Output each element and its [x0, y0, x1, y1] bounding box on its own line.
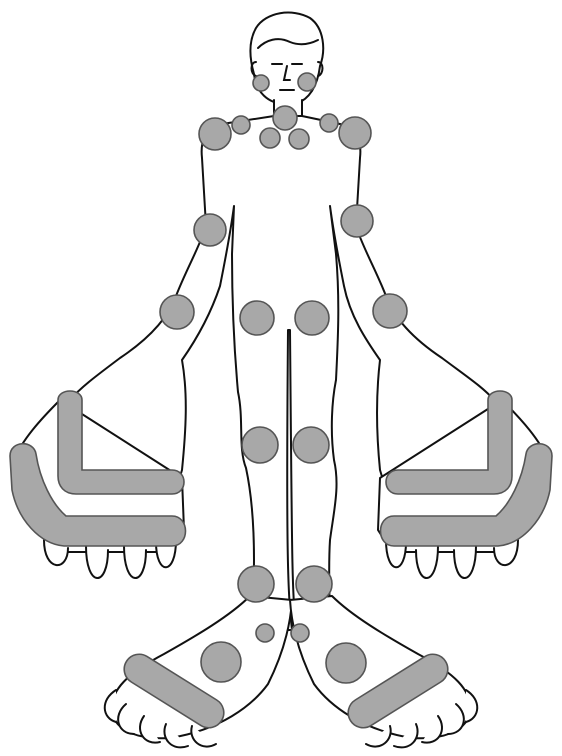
joint-sternoclavicular-left [260, 128, 280, 148]
finger-left-3 [124, 546, 146, 578]
joint-subtalar-right [291, 624, 309, 642]
joint-knee-left [242, 427, 278, 463]
joint-wrist-left [160, 295, 194, 329]
joint-elbow-right [341, 205, 373, 237]
finger-right-2 [454, 546, 476, 578]
joint-shoulder-left [199, 118, 231, 150]
joint-jaw-right [298, 73, 316, 91]
joint-ankle-left [238, 566, 274, 602]
joint-shoulder-right [339, 117, 371, 149]
head [251, 13, 324, 118]
joint-elbow-left [194, 214, 226, 246]
joint-midfoot-right [326, 643, 366, 683]
joint-acromioclavicular-left [232, 116, 250, 134]
joint-hip-right [295, 301, 329, 335]
toe-left-1 [105, 690, 116, 722]
joint-ankle-right [296, 566, 332, 602]
joint-hip-left [240, 301, 274, 335]
joint-sternoclavicular-right [289, 129, 309, 149]
joint-subtalar-left [256, 624, 274, 642]
joint-midfoot-left [201, 642, 241, 682]
joint-acromioclavicular-right [320, 114, 338, 132]
joint-knee-right [293, 427, 329, 463]
finger-left-2 [86, 546, 108, 578]
finger-right-3 [416, 546, 438, 578]
foot-right [290, 596, 477, 747]
toe-right-1 [466, 690, 477, 722]
joint-neck [273, 106, 297, 130]
joint-wrist-right [373, 294, 407, 328]
joint-jaw-left [253, 75, 269, 91]
